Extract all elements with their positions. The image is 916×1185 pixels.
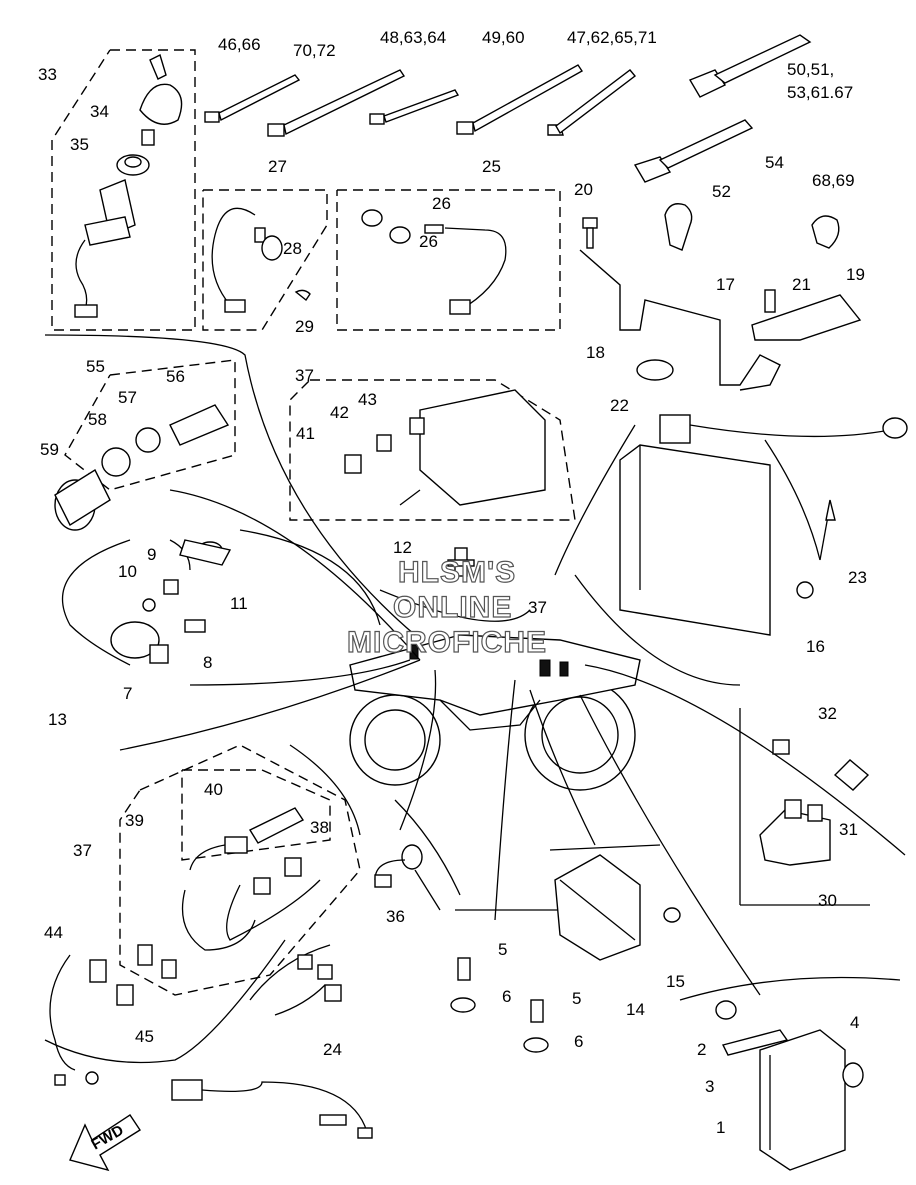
part-label-27: 27	[268, 157, 287, 176]
part-label-16: 16	[806, 637, 825, 656]
part-label-18: 18	[586, 343, 605, 362]
part-label-33: 33	[38, 65, 57, 84]
part-label-35: 35	[70, 135, 89, 154]
part-label-50-51: 50,51,	[787, 60, 834, 79]
harness-24	[171, 1079, 373, 1139]
part-label-41: 41	[296, 424, 315, 443]
starter-relay-group	[759, 739, 870, 866]
part-label-4: 4	[850, 1013, 859, 1032]
part-label-20: 20	[574, 180, 593, 199]
cable-ties-row	[204, 34, 840, 251]
callout-lines	[44, 334, 906, 1064]
part-label-28: 28	[283, 239, 302, 258]
part-label-10: 10	[118, 562, 137, 581]
sensor-lead-group	[202, 189, 561, 331]
watermark: HLSM'S ONLINE MICROFICHE	[346, 555, 547, 659]
main-switch-group	[51, 49, 196, 331]
part-label-26-bottom: 26	[419, 232, 438, 251]
part-label-52: 52	[712, 182, 731, 201]
part-label-30: 30	[818, 891, 837, 910]
part-label-34: 34	[90, 102, 109, 121]
part-label-11: 11	[230, 594, 248, 613]
battery-group	[619, 414, 908, 636]
part-label-8: 8	[203, 653, 212, 672]
cdi-unit-group	[679, 976, 901, 1171]
part-label-25: 25	[482, 157, 501, 176]
part-label-39: 39	[125, 811, 144, 830]
part-label-5-upper: 5	[498, 940, 507, 959]
part-label-7: 7	[123, 684, 132, 703]
lead-44-45	[49, 954, 134, 1086]
part-label-15: 15	[666, 972, 685, 991]
part-label-57: 57	[118, 388, 137, 407]
part-label-32: 32	[818, 704, 837, 723]
part-label-13: 13	[48, 710, 67, 729]
relay-group	[61, 539, 232, 666]
part-label-49-60: 49,60	[482, 28, 525, 47]
battery-bracket-group	[579, 217, 862, 391]
part-label-23: 23	[848, 568, 867, 587]
part-label-24: 24	[323, 1040, 342, 1059]
part-label-44: 44	[44, 923, 63, 942]
lead-36	[374, 844, 441, 911]
part-label-6-lower: 6	[574, 1032, 583, 1051]
fuse-box-group	[289, 379, 576, 521]
part-label-29: 29	[295, 317, 314, 336]
part-label-56: 56	[166, 367, 185, 386]
part-label-9: 9	[147, 545, 156, 564]
part-label-14: 14	[626, 1000, 645, 1019]
part-label-58: 58	[88, 410, 107, 429]
part-label-70-72: 70,72	[293, 41, 336, 60]
part-label-42: 42	[330, 403, 349, 422]
part-label-5-lower: 5	[572, 989, 581, 1008]
part-label-3: 3	[705, 1077, 714, 1096]
spark-plug	[447, 547, 475, 577]
wire-harness-group	[119, 744, 361, 1016]
watermark-line-2: ONLINE	[393, 591, 512, 624]
part-label-55: 55	[86, 357, 105, 376]
part-label-17: 17	[716, 275, 735, 294]
watermark-line-1: HLSM'S	[398, 556, 516, 589]
part-label-21: 21	[792, 275, 811, 294]
part-label-59: 59	[40, 440, 59, 459]
part-label-37-harness: 37	[73, 841, 92, 860]
watermark-line-3: MICROFICHE	[347, 626, 547, 659]
part-labels: 33 34 35 46,66 70,72 48,63,64 49,60 47,6…	[38, 28, 867, 1137]
rectifier-group	[450, 854, 681, 1053]
part-label-31: 31	[839, 820, 858, 839]
part-label-38: 38	[310, 818, 329, 837]
part-label-22: 22	[610, 396, 629, 415]
part-label-40: 40	[204, 780, 223, 799]
part-label-47-62-65-71: 47,62,65,71	[567, 28, 657, 47]
part-label-48-63-64: 48,63,64	[380, 28, 446, 47]
part-label-54: 54	[765, 153, 784, 172]
part-label-2: 2	[697, 1040, 706, 1059]
accessory-socket-group	[54, 359, 236, 531]
part-label-68-69: 68,69	[812, 171, 855, 190]
part-label-36: 36	[386, 907, 405, 926]
part-label-46-66: 46,66	[218, 35, 261, 54]
part-label-12: 12	[393, 538, 412, 557]
part-label-37-fusebox: 37	[295, 366, 314, 385]
part-label-45: 45	[135, 1027, 154, 1046]
part-label-6-upper: 6	[502, 987, 511, 1006]
part-label-26-top: 26	[432, 194, 451, 213]
part-label-43: 43	[358, 390, 377, 409]
part-label-19: 19	[846, 265, 865, 284]
part-label-1: 1	[716, 1118, 725, 1137]
part-label-37-center: 37	[528, 598, 547, 617]
atv-outline	[349, 634, 641, 791]
part-label-53-61-67: 53,61.67	[787, 83, 853, 102]
forward-arrow-icon	[69, 1114, 141, 1172]
